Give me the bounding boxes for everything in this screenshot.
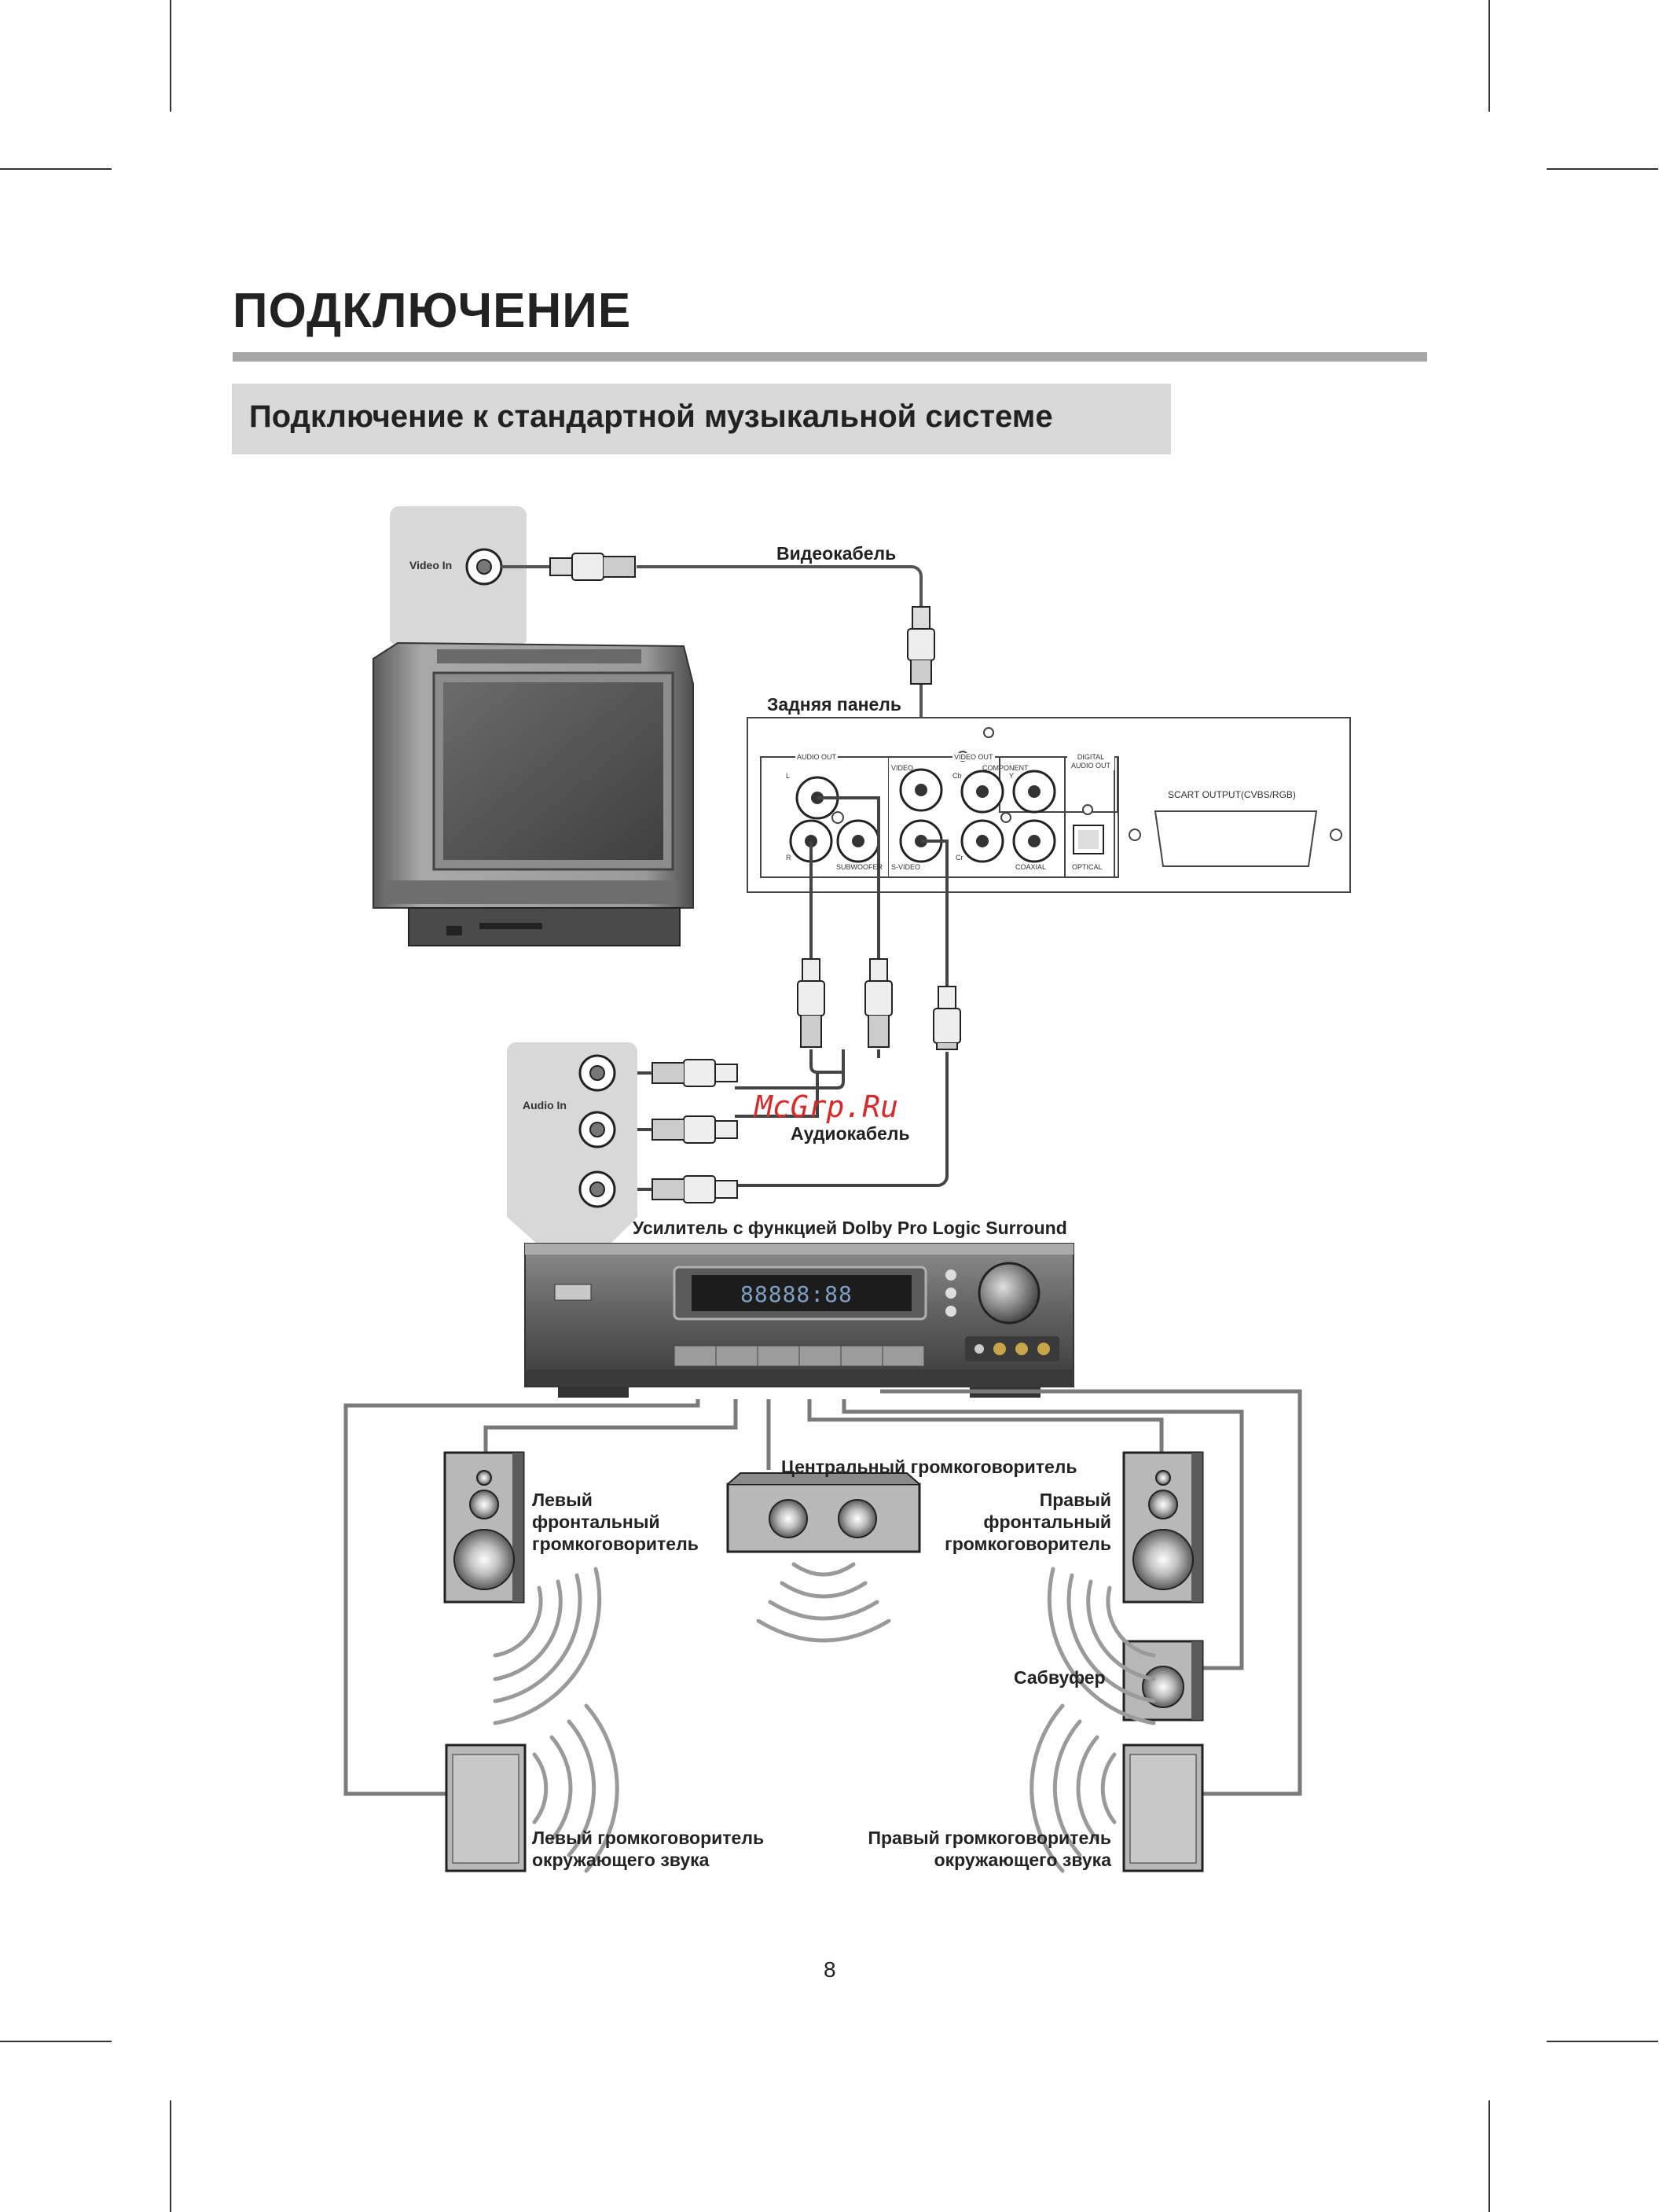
surround-left-line: Левый громкоговоритель — [532, 1828, 765, 1848]
audio-cable-plugs — [651, 958, 961, 1203]
front-right-line: Правый — [1039, 1490, 1111, 1510]
optical-label: OPTICAL — [1072, 863, 1103, 871]
cb-label: Cb — [952, 772, 962, 780]
surround-right-speaker-label: Правый громкоговоритель окружающего звук… — [833, 1827, 1111, 1871]
front-right-speaker — [1122, 1451, 1204, 1604]
subwoofer — [1122, 1640, 1204, 1721]
crop-mark — [1488, 2100, 1490, 2212]
cr-label: Cr — [956, 854, 963, 862]
tv-set — [373, 641, 694, 946]
s-video-label: S-VIDEO — [891, 863, 921, 871]
amplifier-display: 88888:88 — [740, 1281, 853, 1307]
sound-waves — [493, 1562, 1156, 1873]
crop-mark — [0, 168, 112, 170]
section-header: Подключение к стандартной музыкальной си… — [232, 384, 1171, 454]
front-right-speaker-label: Правый фронтальный громкоговоритель — [912, 1489, 1111, 1555]
watermark: McGrp.Ru — [754, 1089, 899, 1124]
video-cable-plug-player — [907, 606, 935, 685]
speaker-wires — [343, 1389, 1302, 1796]
crop-mark — [170, 2100, 171, 2212]
rear-panel-label: Задняя панель — [767, 694, 902, 715]
front-left-speaker — [443, 1451, 525, 1604]
audio-in-label: Audio In — [523, 1099, 567, 1112]
digital-audio-out-label: DIGITAL AUDIO OUT — [1067, 753, 1114, 770]
audio-r-label: R — [786, 854, 791, 862]
title-rule — [233, 352, 1427, 362]
y-label: Y — [1009, 772, 1015, 780]
surround-left-line: окружающего звука — [532, 1850, 710, 1870]
crop-mark — [1488, 0, 1490, 112]
page-title: ПОДКЛЮЧЕНИЕ — [233, 284, 632, 338]
front-right-line: громкоговоритель — [945, 1534, 1111, 1554]
front-left-speaker-label: Левый фронтальный громкоговоритель — [532, 1489, 699, 1555]
front-left-line: Левый — [532, 1490, 593, 1510]
surround-right-line: окружающего звука — [934, 1850, 1111, 1870]
crop-mark — [1547, 2041, 1658, 2042]
video-jack-label: VIDEO — [891, 764, 914, 772]
audio-out-label: AUDIO OUT — [795, 753, 839, 761]
amplifier-label: Усилитель с функцией Dolby Pro Logic Sur… — [633, 1218, 1067, 1238]
surround-right-speaker — [1122, 1744, 1204, 1872]
scart-output-label: SCART OUTPUT(CVBS/RGB) — [1168, 789, 1296, 800]
audio-cables — [735, 796, 949, 1187]
tv-video-in-callout — [390, 506, 527, 681]
surround-right-line: Правый громкоговоритель — [868, 1828, 1111, 1848]
video-out-label: VIDEO OUT — [952, 753, 995, 761]
video-cable-plug-tv — [549, 553, 636, 581]
tv-video-in-label: Video In — [409, 559, 453, 571]
surround-left-speaker-label: Левый громкоговоритель окружающего звука — [532, 1827, 764, 1871]
section-title: Подключение к стандартной музыкальной си… — [249, 399, 1053, 434]
video-cable-label: Видеокабель — [776, 543, 897, 564]
front-left-line: громкоговоритель — [532, 1534, 699, 1554]
subwoofer-jack-label: SUBWOOFER — [836, 863, 883, 871]
center-speaker-label: Центральный громкоговоритель — [781, 1457, 1077, 1477]
center-speaker — [726, 1472, 921, 1553]
front-right-line: фронтальный — [983, 1512, 1111, 1532]
audio-l-label: L — [786, 772, 791, 780]
front-left-line: фронтальный — [532, 1512, 660, 1532]
component-label: COMPONENT — [982, 764, 1029, 772]
crop-mark — [170, 0, 171, 112]
subwoofer-label: Сабвуфер — [1014, 1667, 1106, 1688]
coaxial-label: COAXIAL — [1015, 863, 1047, 871]
crop-mark — [1547, 168, 1658, 170]
crop-mark — [0, 2041, 112, 2042]
amplifier — [524, 1243, 1074, 1398]
rear-panel — [747, 717, 1351, 893]
audio-in-callout — [507, 1042, 637, 1272]
audio-cable-label: Аудиокабель — [791, 1123, 910, 1144]
surround-left-speaker — [445, 1744, 527, 1872]
page-number: 8 — [824, 1957, 836, 1982]
